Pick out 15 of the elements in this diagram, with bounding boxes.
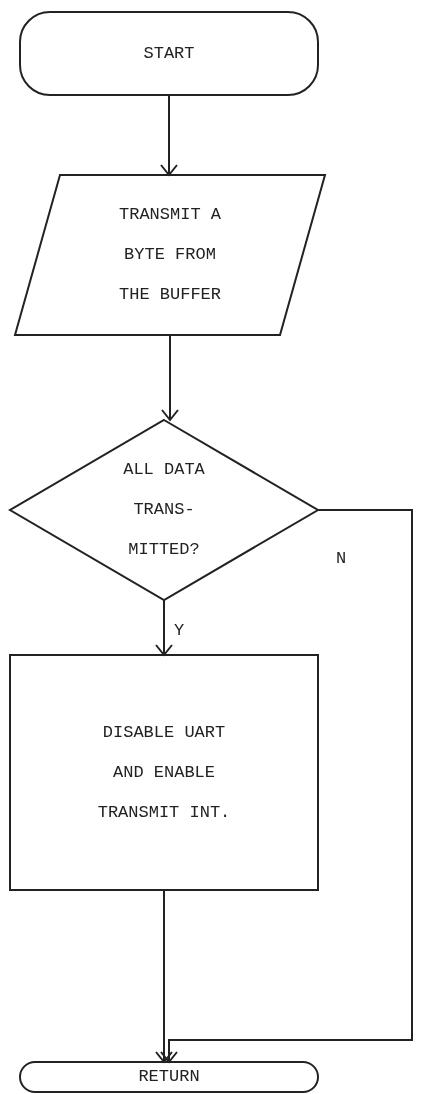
node-label: START [142,42,196,65]
terminal-shape [20,1062,318,1092]
io-parallelogram [15,175,325,335]
node-label: ALL DATA TRANS- MITTED? [122,459,206,561]
flow-arrow [155,889,173,1063]
flow-arrow [161,334,179,421]
node-label: DISABLE UART AND ENABLE TRANSMIT INT. [96,721,232,824]
terminal-shape [20,12,318,95]
node-label: TRANSMIT A BYTE FROM THE BUFFER [118,204,222,306]
flow-arrow [160,509,413,1063]
node-label: RETURN [137,1066,201,1088]
flow-arrow [155,599,173,656]
process-box [10,655,318,890]
decision-diamond [10,420,318,600]
flow-arrow [160,94,178,176]
